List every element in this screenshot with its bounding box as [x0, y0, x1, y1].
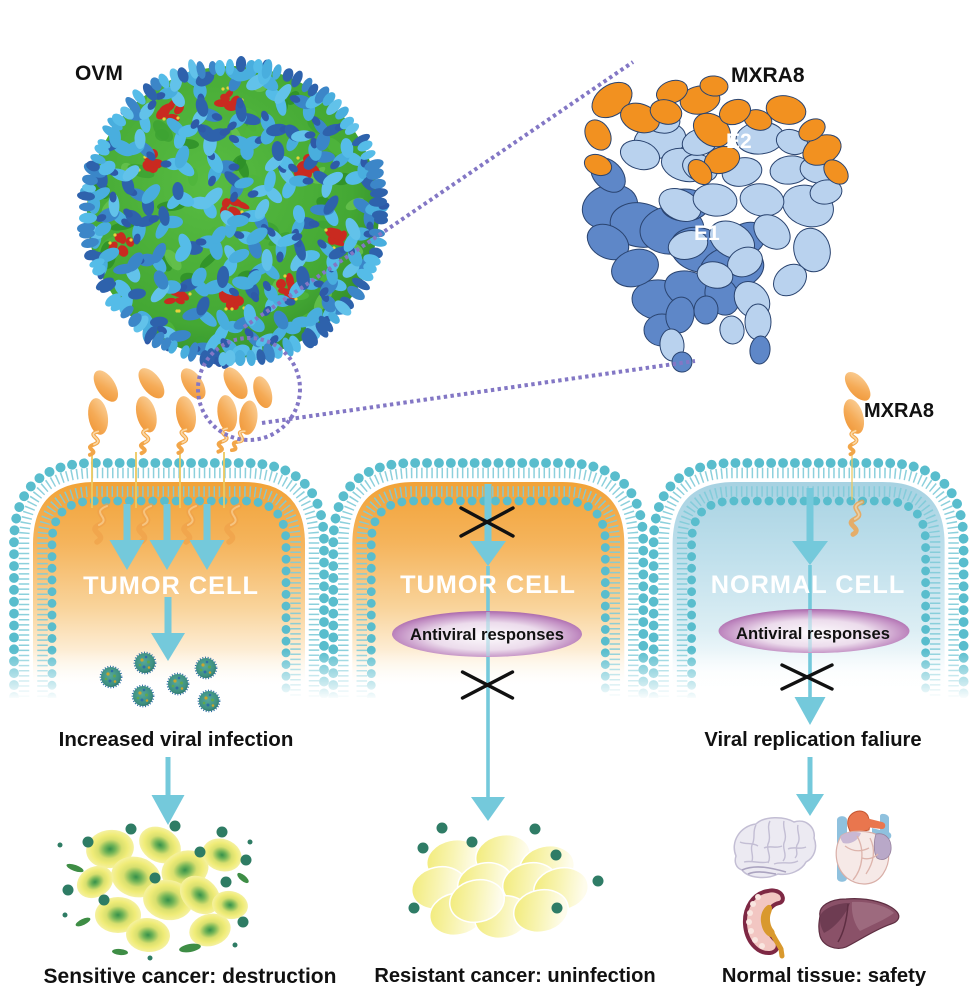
- svg-text:Resistant cancer: uninfection: Resistant cancer: uninfection: [374, 965, 655, 987]
- svg-text:TUMOR CELL: TUMOR CELL: [83, 572, 259, 600]
- svg-text:Antiviral responses: Antiviral responses: [736, 624, 890, 643]
- svg-text:Antiviral responses: Antiviral responses: [410, 625, 564, 644]
- svg-text:E2: E2: [726, 130, 752, 153]
- svg-text:Sensitive cancer: destruction: Sensitive cancer: destruction: [44, 965, 337, 988]
- svg-text:MXRA8: MXRA8: [864, 400, 934, 422]
- svg-text:MXRA8: MXRA8: [731, 64, 805, 87]
- svg-text:OVM: OVM: [75, 62, 123, 85]
- svg-text:Viral replication faliure: Viral replication faliure: [704, 729, 921, 751]
- svg-text:E1: E1: [694, 222, 720, 245]
- svg-text:NORMAL CELL: NORMAL CELL: [711, 571, 906, 599]
- svg-text:Increased viral infection: Increased viral infection: [59, 728, 294, 751]
- svg-text:Normal tissue: safety: Normal tissue: safety: [722, 965, 927, 987]
- svg-text:TUMOR CELL: TUMOR CELL: [400, 571, 576, 599]
